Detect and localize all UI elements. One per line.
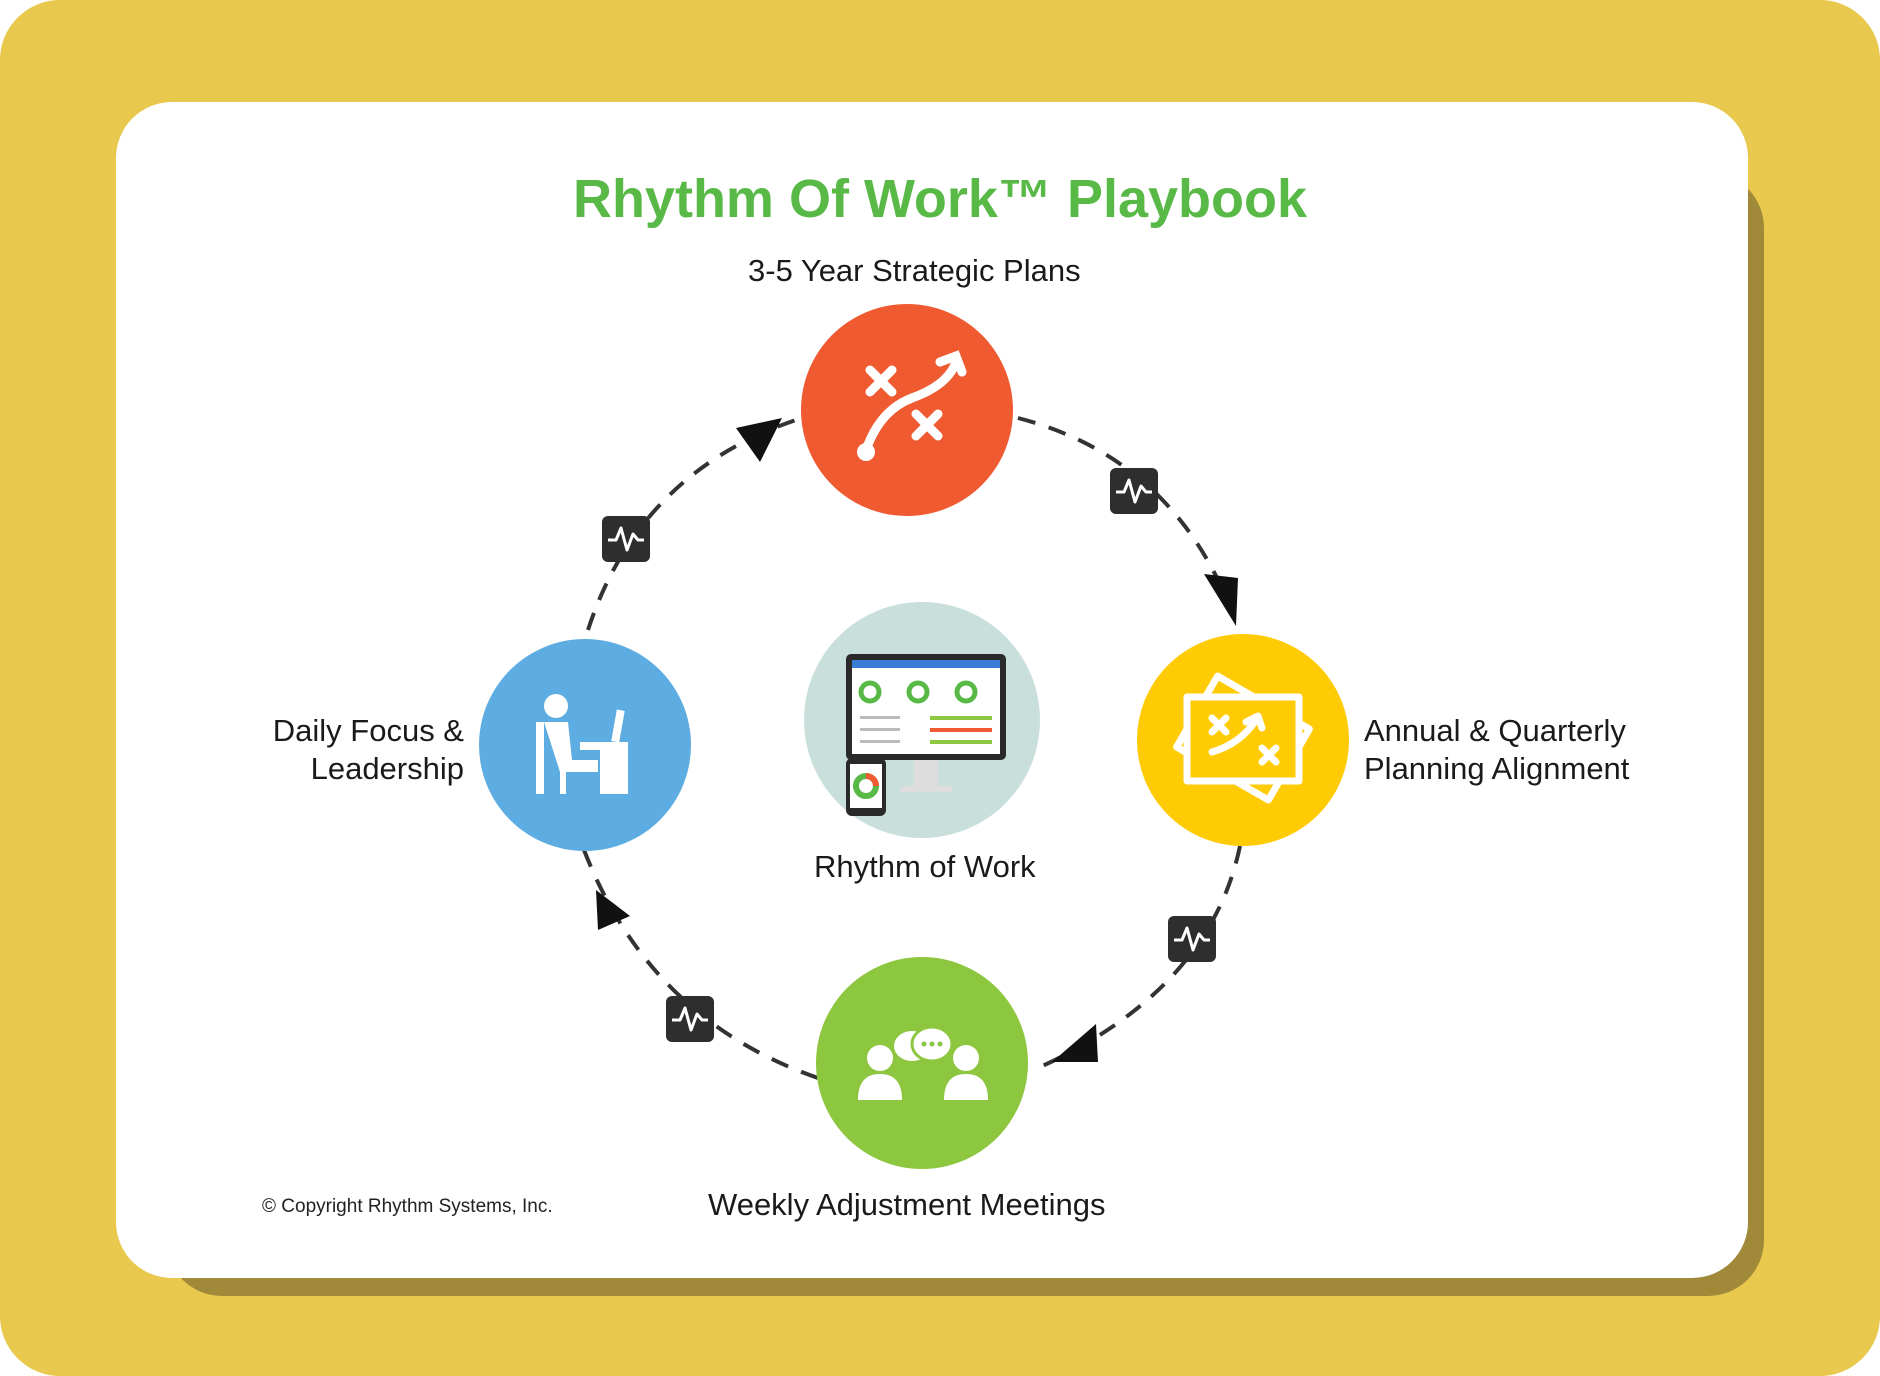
node-rhythm-of-work [804, 602, 1040, 838]
label-annual-quarterly-line2: Planning Alignment [1364, 751, 1630, 786]
arrowhead-left [596, 890, 630, 930]
pulse-badge-icon [666, 996, 714, 1042]
node-annual-quarterly [1137, 634, 1349, 846]
arrowhead-top [736, 418, 782, 462]
label-rhythm-of-work: Rhythm of Work [814, 849, 1036, 884]
pulse-badge-icon [602, 516, 650, 562]
strategy-play-icon [857, 350, 967, 461]
node-weekly-meetings [816, 957, 1028, 1169]
label-daily-focus-line2: Leadership [310, 751, 464, 786]
arrowhead-right [1204, 574, 1238, 626]
arrowhead-bottom [1052, 1024, 1098, 1062]
meeting-people-icon [858, 1025, 988, 1100]
strategy-board-icon [1173, 672, 1313, 804]
dashboard-monitor-icon [846, 654, 1006, 816]
pulse-badge-icon [1110, 468, 1158, 514]
node-daily-focus [479, 639, 691, 851]
label-weekly-meetings: Weekly Adjustment Meetings [708, 1187, 1106, 1222]
page-title: Rhythm Of Work™ Playbook [572, 169, 1308, 229]
connector-bottom-left [582, 849, 819, 1080]
pulse-badge-icon [1168, 916, 1216, 962]
label-strategic-plans: 3-5 Year Strategic Plans [748, 253, 1081, 288]
label-annual-quarterly-line1: Annual & Quarterly [1364, 713, 1626, 748]
copyright-text: © Copyright Rhythm Systems, Inc. [262, 1196, 553, 1217]
node-strategic-plans [801, 304, 1013, 516]
connector-top-right [1017, 416, 1240, 629]
label-daily-focus-line1: Daily Focus & [272, 713, 464, 748]
desk-worker-icon [536, 694, 628, 794]
